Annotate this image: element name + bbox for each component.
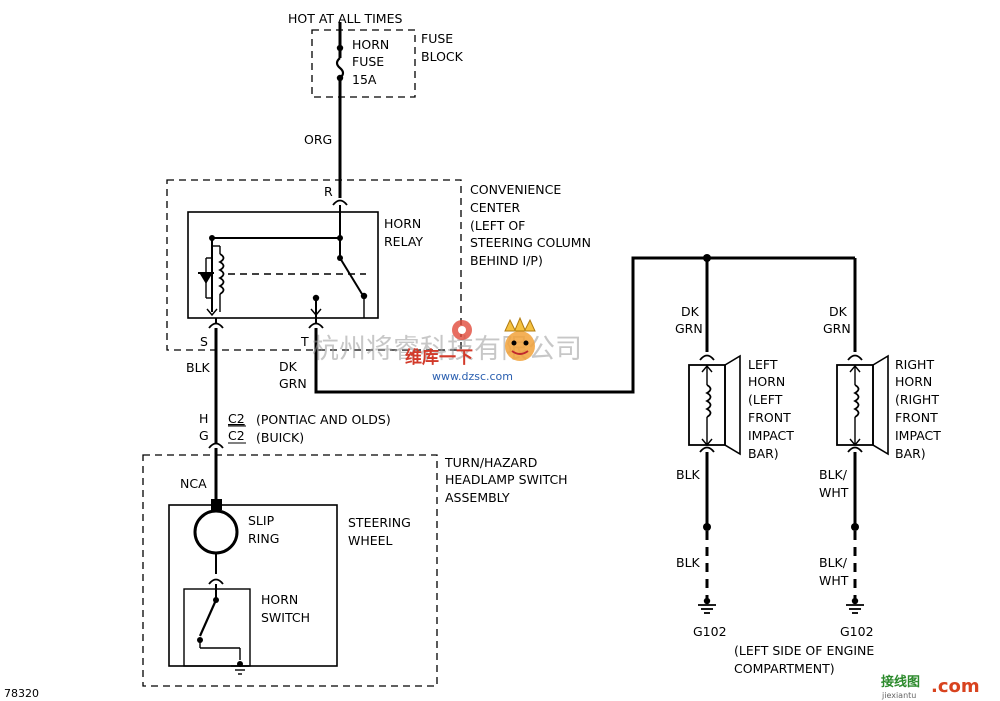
horn-switch-icon (197, 584, 249, 675)
slip-ring-icon (193, 509, 239, 555)
right-blk-wht-label-2: WHT (819, 485, 849, 500)
ground-g102-right-icon (846, 597, 864, 614)
right-horn-wire-label-1: DK (829, 304, 848, 319)
ground-g102-left-label: G102 (693, 624, 727, 639)
right-blk-wht-label-4: WHT (819, 573, 849, 588)
left-horn-wire-label-2: GRN (675, 321, 703, 336)
horn-switch-label-1: HORN (261, 592, 298, 607)
steering-wheel-label-2: WHEEL (348, 533, 393, 548)
terminal-s-label: S (200, 334, 208, 349)
org-wire-label: ORG (304, 132, 332, 147)
left-horn-icon (688, 354, 741, 456)
blk-wire-label: BLK (186, 360, 211, 375)
turn-hazard-label-2: HEADLAMP SWITCH (445, 472, 568, 487)
right-horn-label-6: BAR) (895, 446, 926, 461)
watermark-company-text: 杭州将睿科技有限公司 (312, 334, 582, 365)
horn-fuse-rating: 15A (352, 72, 377, 87)
fuse-block-label-1: FUSE (421, 31, 453, 46)
dk-grn-label-2: GRN (279, 376, 307, 391)
right-blk-wht-label-1: BLK/ (819, 467, 848, 482)
turn-hazard-label-3: ASSEMBLY (445, 490, 510, 505)
slip-ring-label-1: SLIP (248, 513, 275, 528)
dk-grn-label-1: DK (279, 359, 298, 374)
convenience-center-label-1: CONVENIENCE (470, 182, 561, 197)
fuse-block-label-2: BLOCK (421, 49, 464, 64)
convenience-center-label-4: STEERING COLUMN (470, 235, 591, 250)
figure-number: 78320 (4, 687, 39, 700)
watermark-site: www.dzsc.com (432, 370, 513, 383)
watermark-logo-text: 维库一下 (405, 347, 473, 368)
horn-fuse-label-2: FUSE (352, 54, 384, 69)
pin-g-label: G (199, 428, 209, 443)
steering-wheel-label-1: STEERING (348, 515, 411, 530)
right-horn-label-3: (RIGHT (895, 392, 939, 407)
connector-s (208, 322, 224, 329)
left-horn-label-1: LEFT (748, 357, 778, 372)
horn-fuse-label-1: HORN (352, 37, 389, 52)
ground-g102-right-label: G102 (840, 624, 874, 639)
right-horn-label-2: HORN (895, 374, 932, 389)
connector-c2 (208, 442, 224, 449)
terminal-t-label: T (300, 334, 309, 349)
left-blk-label-2: BLK (676, 555, 701, 570)
watermark-logo (452, 316, 536, 361)
horn-relay-label-1: HORN (384, 216, 421, 231)
horn-switch-label-2: SWITCH (261, 610, 310, 625)
nca-label: NCA (180, 476, 207, 491)
slip-ring-label-2: RING (248, 531, 279, 546)
left-horn-label-2: HORN (748, 374, 785, 389)
convenience-center-label-2: CENTER (470, 200, 521, 215)
ground-g102-left-icon (698, 597, 716, 614)
terminal-r-label: R (324, 184, 333, 199)
left-horn-label-3: (LEFT (748, 392, 783, 407)
connector-c2-label-2: C2 (228, 428, 245, 443)
horn-relay-label-2: RELAY (384, 234, 423, 249)
corner-watermark-com: .com (931, 676, 980, 697)
convenience-center-label-3: (LEFT OF (470, 218, 525, 233)
turn-hazard-assembly-box (142, 454, 438, 687)
hot-at-all-times-label: HOT AT ALL TIMES (288, 11, 402, 26)
left-blk-label-1: BLK (676, 467, 701, 482)
convenience-center-box (166, 179, 462, 351)
steering-wheel-box (168, 504, 338, 667)
engine-compartment-label-1: (LEFT SIDE OF ENGINE (734, 643, 874, 658)
right-blk-wht-label-3: BLK/ (819, 555, 848, 570)
right-horn-label-4: FRONT (895, 410, 938, 425)
horn-relay (187, 205, 379, 319)
pontiac-olds-label: (PONTIAC AND OLDS) (256, 412, 391, 427)
engine-compartment-label-2: COMPARTMENT) (734, 661, 835, 676)
right-horn-icon (836, 354, 889, 456)
pin-h-label: H (199, 411, 208, 426)
watermark: 杭州将睿科技有限公司 维库一下 www.dzsc.com 接线图 jiexian… (312, 316, 980, 700)
left-horn-label-4: FRONT (748, 410, 791, 425)
corner-watermark-url: jiexiantu (881, 691, 916, 700)
convenience-center-label-5: BEHIND I/P) (470, 253, 543, 268)
left-horn-label-5: IMPACT (748, 428, 794, 443)
left-horn-label-6: BAR) (748, 446, 779, 461)
connector-t (308, 322, 324, 329)
buick-label: (BUICK) (256, 430, 304, 445)
connector-c2-label-1: C2 (228, 411, 245, 426)
right-horn-label-1: RIGHT (895, 357, 934, 372)
connector-r (332, 199, 348, 206)
turn-hazard-label-1: TURN/HAZARD (444, 455, 537, 470)
fuse-block (311, 22, 416, 98)
right-horn-wire-label-2: GRN (823, 321, 851, 336)
corner-watermark-cn: 接线图 (881, 674, 920, 690)
left-horn-wire-label-1: DK (681, 304, 700, 319)
right-horn-label-5: IMPACT (895, 428, 941, 443)
